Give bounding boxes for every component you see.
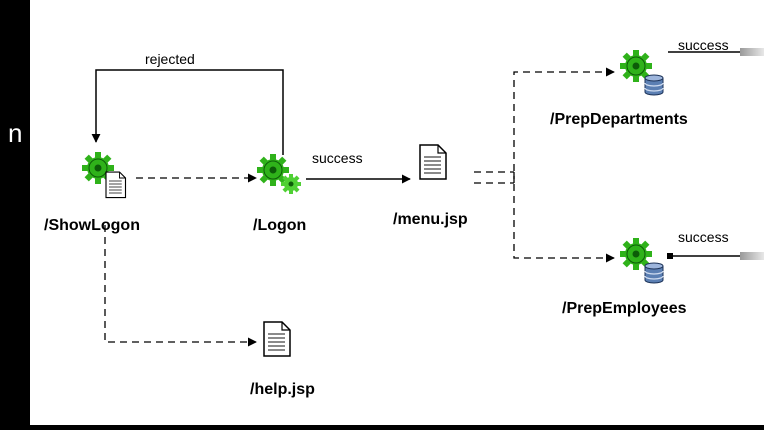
node-menu-jsp[interactable]: /menu.jsp xyxy=(393,144,468,228)
node-label-menu-jsp: /menu.jsp xyxy=(393,211,468,228)
edge-label-departments-success: success xyxy=(678,37,729,53)
gear-page-icon xyxy=(81,151,127,199)
node-show-logon[interactable]: /ShowLogon xyxy=(44,151,140,234)
node-prep-departments[interactable]: /PrepDepartments xyxy=(550,49,688,128)
node-label-help-jsp: /help.jsp xyxy=(250,381,315,398)
flow-diagram-canvas: rejected success success success /ShowLo… xyxy=(30,0,764,425)
edge-label-logon-success: success xyxy=(312,150,363,166)
gear-database-icon xyxy=(619,237,664,284)
flow-diagram: rejected success success success /ShowLo… xyxy=(44,37,764,398)
node-label-show-logon: /ShowLogon xyxy=(44,217,140,234)
node-label-prep-employees: /PrepEmployees xyxy=(562,300,687,317)
edge-label-rejected: rejected xyxy=(145,51,195,67)
edge-showlogon-to-help xyxy=(104,225,257,347)
left-dark-strip: n xyxy=(0,0,30,425)
node-logon[interactable]: /Logon xyxy=(253,153,306,234)
node-label-logon: /Logon xyxy=(253,217,306,234)
gear-database-icon xyxy=(619,49,664,96)
gear-gear-icon xyxy=(256,153,301,194)
node-help-jsp[interactable]: /help.jsp xyxy=(250,321,315,398)
clipped-text-fragment: n xyxy=(8,118,23,148)
node-prep-employees[interactable]: /PrepEmployees xyxy=(562,237,687,317)
page-icon xyxy=(263,321,291,357)
node-label-prep-departments: /PrepDepartments xyxy=(550,111,688,128)
edge-label-employees-success: success xyxy=(678,229,729,245)
edge-menu-forks xyxy=(474,67,615,263)
edge-rejected xyxy=(91,69,284,155)
edge-employees-success xyxy=(667,252,764,260)
page-icon xyxy=(419,144,447,180)
edge-departments-success xyxy=(668,48,764,56)
